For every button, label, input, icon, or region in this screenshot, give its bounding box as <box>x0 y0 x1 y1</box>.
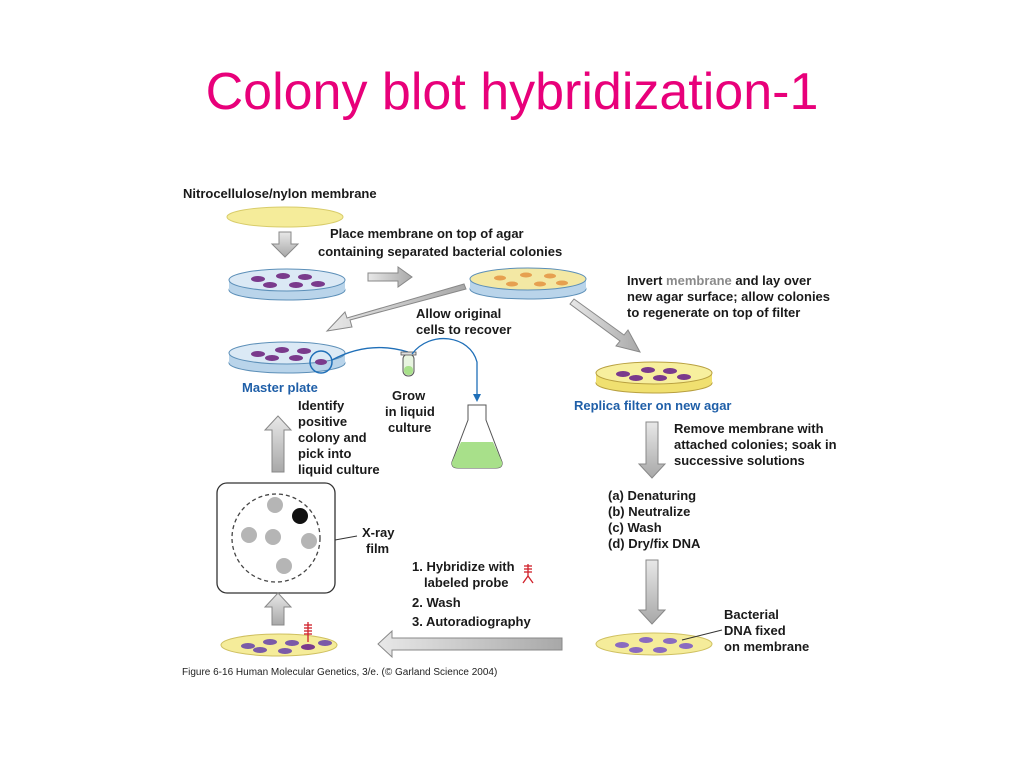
bacterial-dna-line2: DNA fixed <box>724 623 786 638</box>
grow-line2: in liquid <box>385 404 435 419</box>
slide-title: Colony blot hybridization-1 <box>205 63 819 121</box>
identify-line1: Identify <box>298 398 345 413</box>
invert-line2: new agar surface; allow colonies <box>627 289 830 304</box>
replica-filter-label: Replica filter on new agar <box>574 398 732 413</box>
identify-line3: colony and <box>298 430 367 445</box>
bacterial-dna-line3: on membrane <box>724 639 809 654</box>
step-1-line2: labeled probe <box>424 575 509 590</box>
arrow-solutions-to-membrane <box>637 559 667 625</box>
transfer-line-2 <box>411 338 478 400</box>
step-2: 2. Wash <box>412 595 461 610</box>
plate-with-membrane <box>469 267 587 300</box>
figure-caption: Figure 6-16 Human Molecular Genetics, 3/… <box>182 667 497 678</box>
arrow-to-replica-plate <box>569 298 641 353</box>
replica-plate <box>595 361 713 394</box>
remove-line3: successive solutions <box>674 453 805 468</box>
transfer-line <box>331 346 409 361</box>
xray-film <box>216 482 336 594</box>
remove-line2: attached colonies; soak in <box>674 437 837 452</box>
arrow-to-master-plate <box>325 283 467 332</box>
probe-icon <box>522 564 534 584</box>
solution-a: (a) Denaturing <box>608 488 696 503</box>
test-tube <box>400 351 417 377</box>
bacterial-dna-line1: Bacterial <box>724 607 779 622</box>
xray-line2: film <box>366 541 389 556</box>
grow-line3: culture <box>388 420 431 435</box>
identify-line4: pick into <box>298 446 352 461</box>
allow-recover-line1: Allow original <box>416 306 501 321</box>
identify-line2: positive <box>298 414 347 429</box>
xray-line1: X-ray <box>362 525 395 540</box>
step-1-line1: 1. Hybridize with <box>412 559 515 574</box>
original-agar-plate <box>228 268 346 301</box>
allow-recover-line2: cells to recover <box>416 322 511 337</box>
culture-flask <box>451 404 503 469</box>
arrow-xray-to-master <box>263 415 293 473</box>
master-plate <box>228 341 346 374</box>
solution-c: (c) Wash <box>608 520 662 535</box>
nitrocellulose-membrane <box>226 206 344 228</box>
arrow-hybridized-to-xray <box>263 592 293 626</box>
xray-pointer <box>334 535 358 541</box>
arrow-membrane-to-plate <box>270 231 300 258</box>
remove-line1: Remove membrane with <box>674 421 824 436</box>
arrow-membrane-to-hybridize <box>377 629 563 659</box>
master-plate-label: Master plate <box>242 380 318 395</box>
place-membrane-line2: containing separated bacterial colonies <box>318 244 562 259</box>
solution-d: (d) Dry/fix DNA <box>608 536 701 551</box>
arrow-plate-to-covered-plate <box>367 266 413 288</box>
bacterial-dna-membrane <box>595 632 713 656</box>
arrow-replica-to-solutions <box>637 421 667 479</box>
bacterial-dna-pointer <box>681 629 723 641</box>
invert-line1: Invert membrane and lay over <box>627 273 811 288</box>
place-membrane-line1: Place membrane on top of agar <box>330 226 524 241</box>
grow-line1: Grow <box>392 388 426 403</box>
membrane-label: Nitrocellulose/nylon membrane <box>183 186 377 201</box>
step-3: 3. Autoradiography <box>412 614 531 629</box>
hybridized-membrane <box>220 622 338 657</box>
identify-line5: liquid culture <box>298 462 380 477</box>
invert-line3: to regenerate on top of filter <box>627 305 800 320</box>
transfer-arrowhead <box>473 394 481 402</box>
solution-b: (b) Neutralize <box>608 504 690 519</box>
